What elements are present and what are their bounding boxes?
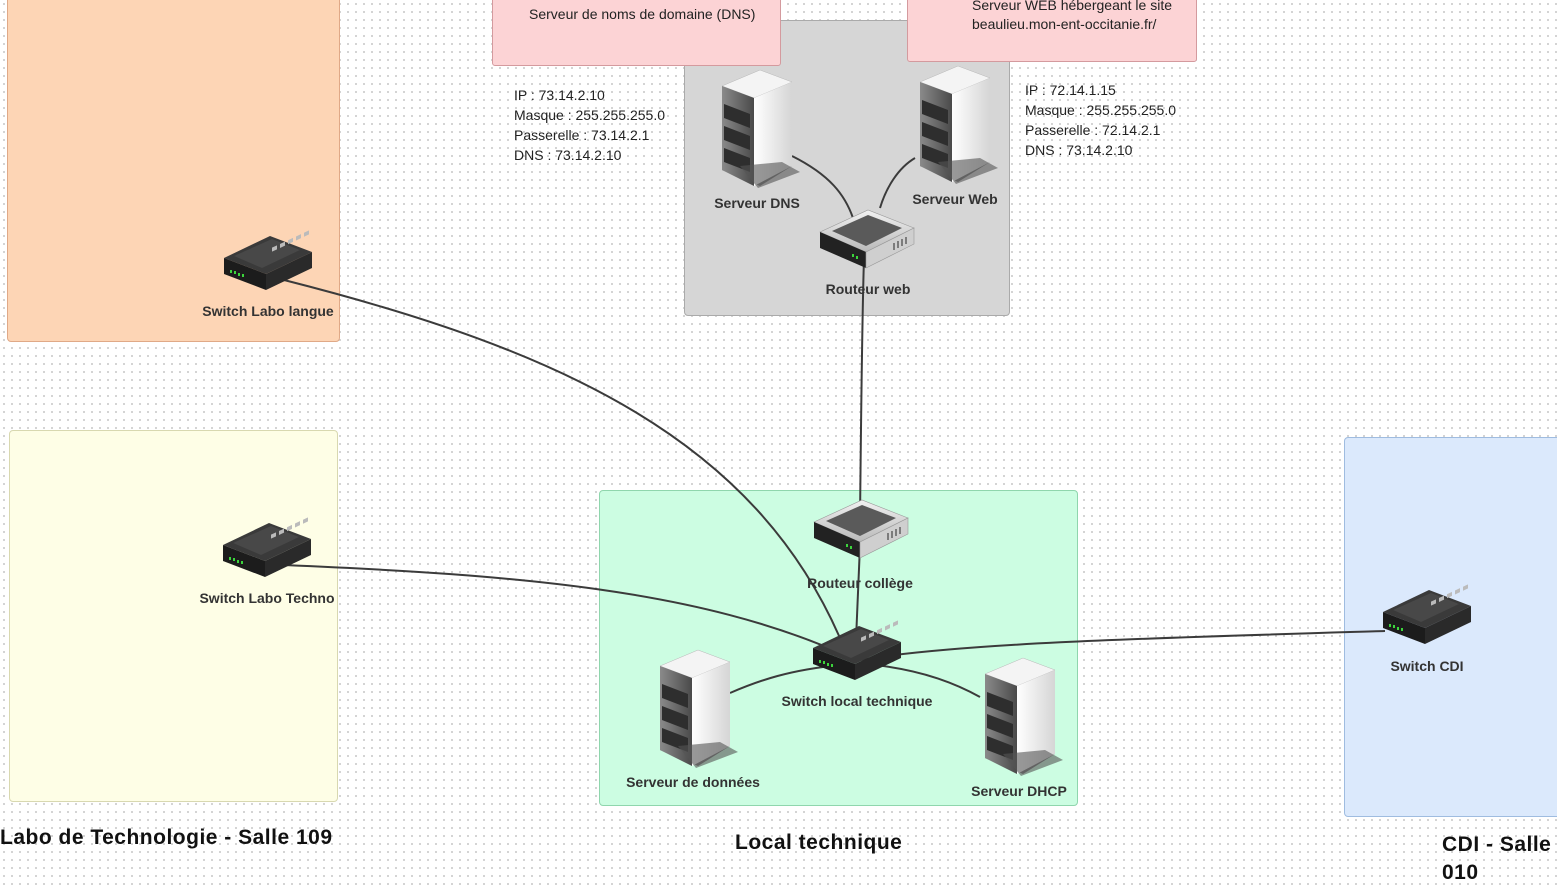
link-routeur-web-routeur-college[interactable]	[859, 257, 865, 521]
note-dns: Serveur de noms de domaine (DNS)	[492, 0, 781, 66]
config-web-mask: Masque : 255.255.255.0	[1025, 102, 1177, 118]
switch-labo-techno-icon[interactable]	[221, 517, 313, 581]
switch-local-technique-icon[interactable]	[811, 620, 903, 684]
label-switch-labo-langue: Switch Labo langue	[202, 303, 334, 319]
zone-title-labo-techno: Labo de Technologie - Salle 109	[0, 826, 333, 849]
config-web-gateway: Passerelle : 72.14.2.1	[1025, 122, 1161, 138]
link-serveur-dhcp-switch-local[interactable]	[874, 664, 981, 698]
label-routeur-college: Routeur collège	[807, 575, 913, 591]
link-routeur-college-switch-local[interactable]	[855, 544, 861, 641]
serveur-dns-icon[interactable]	[712, 68, 802, 190]
config-dns-gateway: Passerelle : 73.14.2.1	[514, 127, 650, 143]
note-web: Serveur WEB hébergeant le site beaulieu.…	[907, 0, 1197, 62]
label-switch-local-technique: Switch local technique	[781, 693, 933, 709]
note-dns-text: Serveur de noms de domaine (DNS)	[529, 6, 756, 22]
config-web-ip: IP : 72.14.1.15	[1025, 82, 1116, 98]
config-dns: IP : 73.14.2.10 Masque : 255.255.255.0 P…	[514, 85, 665, 165]
zone-labo-techno	[9, 430, 338, 802]
label-serveur-dhcp: Serveur DHCP	[971, 783, 1067, 799]
zone-title-cdi: CDI - Salle 010	[1442, 833, 1552, 884]
zone-title-local-technique: Local technique	[735, 831, 903, 854]
config-dns-ip: IP : 73.14.2.10	[514, 87, 605, 103]
label-switch-cdi: Switch CDI	[1390, 658, 1464, 674]
routeur-college-icon[interactable]	[812, 496, 912, 562]
label-serveur-web: Serveur Web	[912, 191, 998, 207]
note-web-line2: beaulieu.mon-ent-occitanie.fr/	[972, 16, 1157, 32]
serveur-dhcp-icon[interactable]	[975, 656, 1065, 778]
config-dns-dns: DNS : 73.14.2.10	[514, 147, 622, 163]
switch-labo-langue-icon[interactable]	[222, 230, 314, 294]
routeur-web-icon[interactable]	[818, 206, 918, 272]
config-web-dns: DNS : 73.14.2.10	[1025, 142, 1133, 158]
config-web: IP : 72.14.1.15 Masque : 255.255.255.0 P…	[1025, 80, 1176, 160]
link-serveur-web-routeur-web[interactable]	[879, 157, 916, 209]
serveur-donnees-icon[interactable]	[650, 648, 740, 770]
switch-cdi-icon[interactable]	[1381, 584, 1473, 648]
link-labo-langue-switch-local[interactable]	[283, 279, 846, 651]
serveur-web-icon[interactable]	[910, 64, 1000, 186]
label-serveur-donnees: Serveur de données	[626, 774, 760, 790]
config-dns-mask: Masque : 255.255.255.0	[514, 107, 666, 123]
label-switch-labo-techno: Switch Labo Techno	[199, 590, 335, 606]
link-serveur-dns-routeur-web[interactable]	[791, 155, 854, 219]
note-web-line1: Serveur WEB hébergeant le site	[972, 0, 1172, 13]
label-routeur-web: Routeur web	[825, 281, 911, 297]
label-serveur-dns: Serveur DNS	[714, 195, 800, 211]
zone-labo-langue	[7, 0, 340, 342]
link-labo-techno-switch-local[interactable]	[283, 564, 846, 656]
link-cdi-switch-local[interactable]	[859, 630, 1386, 661]
